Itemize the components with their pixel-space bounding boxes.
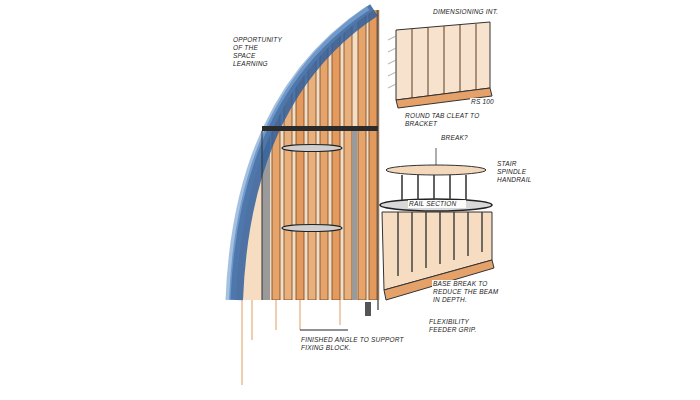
handle-slot xyxy=(282,225,342,232)
stair-balustrade xyxy=(380,148,494,300)
detail-perspective xyxy=(388,22,492,108)
transom-band xyxy=(262,126,378,131)
sketch-annotation: BASE BREAK TO REDUCE THE BEAM IN DEPTH. xyxy=(432,280,508,304)
sketch-annotation: FINISHED ANGLE TO SUPPORT FIXING BLOCK. xyxy=(300,336,412,352)
sketch-annotation: STAIR SPINDLE HANDRAIL xyxy=(496,160,542,184)
sketch-annotation: OPPORTUNITY OF THE SPACE LEARNING xyxy=(232,36,280,69)
sketch-annotation: RAIL SECTION xyxy=(408,200,466,208)
sketch-annotation: RS 100 xyxy=(470,98,502,106)
sketch-annotation: FLEXIBILITY FEEDER GRIP. xyxy=(428,318,496,334)
sketch-annotation: DIMENSIONING INT. xyxy=(432,8,504,16)
sketch-annotation: BREAK? xyxy=(440,134,472,142)
sketch-annotation: ROUND TAB CLEAT TO BRACKET xyxy=(404,112,496,128)
handle-slot xyxy=(282,145,342,152)
